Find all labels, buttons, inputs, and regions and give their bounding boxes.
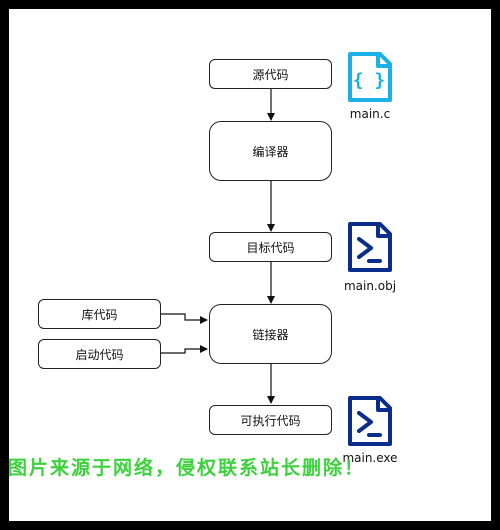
node-object-code: 目标代码 [209, 232, 332, 262]
node-startup-code-label: 启动代码 [75, 347, 124, 362]
node-object-code-label: 目标代码 [246, 240, 295, 255]
watermark-text: 图片来源于网络，侵权联系站长删除！ [8, 457, 366, 479]
node-linker-label: 链接器 [252, 327, 289, 342]
node-linker: 链接器 [209, 304, 332, 364]
node-compiler-label: 编译器 [252, 144, 289, 159]
node-executable-code: 可执行代码 [209, 405, 332, 435]
edge-startup-to-linker [161, 345, 208, 354]
node-source-code: 源代码 [209, 59, 332, 89]
file-label-main-exe: main.exe [342, 451, 398, 465]
edge-library-to-linker [161, 313, 208, 324]
powershell-file-icon-exe [348, 396, 392, 446]
node-compiler: 编译器 [209, 121, 332, 181]
node-executable-code-label: 可执行代码 [240, 413, 301, 428]
edges-layer [161, 89, 275, 404]
node-library-code: 库代码 [38, 299, 161, 329]
svg-text:{ }: { } [353, 70, 386, 91]
file-label-main-c: main.c [349, 107, 391, 121]
node-startup-code: 启动代码 [38, 339, 161, 369]
node-source-code-label: 源代码 [252, 67, 289, 82]
powershell-file-icon-obj [348, 222, 392, 272]
diagram-canvas: 源代码 编译器 目标代码 库代码 启动代码 链接器 可执行代码 { } main… [9, 9, 491, 521]
file-label-main-obj: main.obj [343, 279, 397, 293]
node-library-code-label: 库代码 [81, 307, 118, 322]
c-source-file-icon: { } [348, 52, 392, 102]
